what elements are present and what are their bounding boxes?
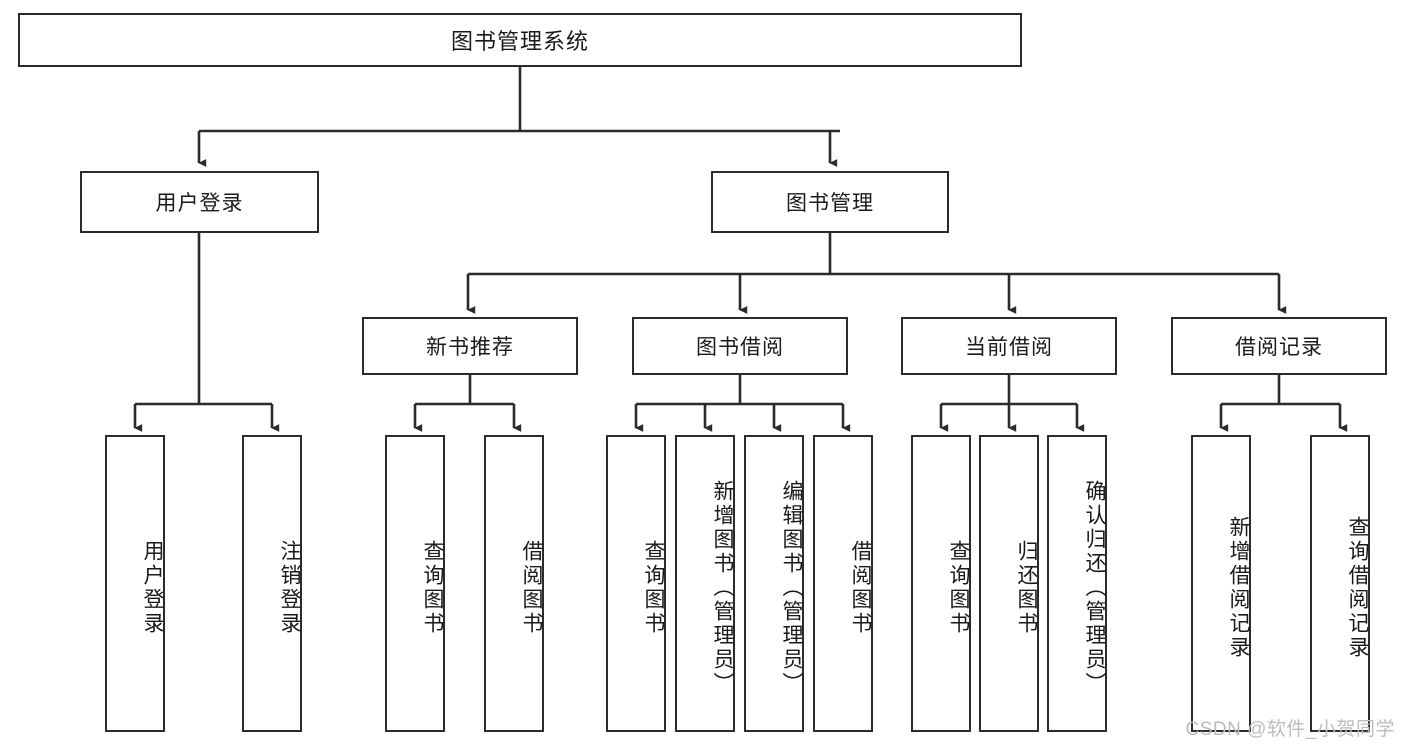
- node-user-login[interactable]: 用户登录: [80, 171, 319, 233]
- node-new-book-recommend[interactable]: 新书推荐: [362, 317, 578, 375]
- node-label: 用户登录: [141, 539, 164, 636]
- node-label: 编辑图书（管理员）: [780, 479, 803, 696]
- node-leaf-confirm-return[interactable]: 确认归还（管理员）: [1047, 435, 1107, 732]
- node-label: 图书管理: [786, 192, 874, 215]
- node-label: 用户登录: [155, 192, 244, 215]
- node-label: 当前借阅: [965, 336, 1053, 359]
- node-label: 图书管理系统: [450, 29, 589, 54]
- node-book-manage[interactable]: 图书管理: [711, 171, 949, 233]
- node-current-borrow[interactable]: 当前借阅: [901, 317, 1117, 375]
- node-leaf-borrow-book-2[interactable]: 借阅图书: [813, 435, 873, 732]
- node-label: 借阅记录: [1235, 336, 1323, 359]
- node-label: 查询借阅记录: [1346, 515, 1369, 660]
- node-label: 归还图书: [1015, 539, 1038, 636]
- node-leaf-logout-login[interactable]: 注销登录: [242, 435, 302, 732]
- node-leaf-return-book[interactable]: 归还图书: [979, 435, 1039, 732]
- node-label: 查询图书: [642, 539, 665, 636]
- node-leaf-add-book[interactable]: 新增图书（管理员）: [675, 435, 735, 732]
- node-label: 借阅图书: [849, 539, 872, 636]
- node-leaf-user-login[interactable]: 用户登录: [105, 435, 165, 732]
- node-leaf-add-record[interactable]: 新增借阅记录: [1191, 435, 1251, 732]
- csdn-watermark: CSDN @软件_小贺同学: [1185, 719, 1395, 740]
- node-root-system[interactable]: 图书管理系统: [18, 13, 1022, 67]
- node-leaf-query-book-3[interactable]: 查询图书: [911, 435, 971, 732]
- node-label: 新书推荐: [426, 336, 514, 359]
- node-leaf-query-book-1[interactable]: 查询图书: [385, 435, 445, 732]
- node-label: 查询图书: [421, 539, 444, 636]
- node-leaf-borrow-book-1[interactable]: 借阅图书: [484, 435, 544, 732]
- node-label: 确认归还（管理员）: [1083, 479, 1106, 696]
- node-leaf-query-record[interactable]: 查询借阅记录: [1310, 435, 1370, 732]
- node-label: 新增图书（管理员）: [711, 479, 734, 696]
- node-leaf-query-book-2[interactable]: 查询图书: [606, 435, 666, 732]
- node-label: 查询图书: [947, 539, 970, 636]
- node-label: 借阅图书: [520, 539, 543, 636]
- node-borrow-record[interactable]: 借阅记录: [1171, 317, 1387, 375]
- node-leaf-edit-book[interactable]: 编辑图书（管理员）: [744, 435, 804, 732]
- node-book-borrow[interactable]: 图书借阅: [632, 317, 848, 375]
- node-label: 新增借阅记录: [1227, 515, 1250, 660]
- node-label: 图书借阅: [696, 336, 784, 359]
- node-label: 注销登录: [278, 539, 301, 636]
